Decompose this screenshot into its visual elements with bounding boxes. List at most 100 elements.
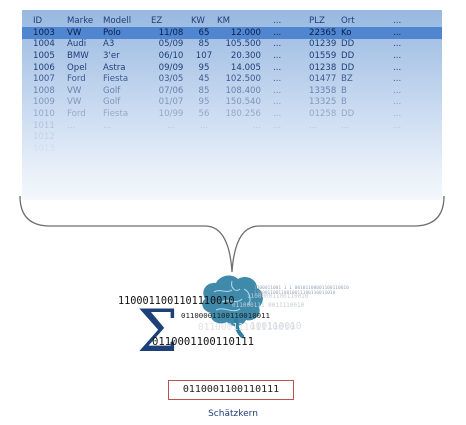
table-cell: ...: [309, 120, 318, 131]
column-header: PLZ: [309, 15, 325, 26]
table-cell: ...: [393, 85, 402, 96]
estimator-output: 0110001100110111: [168, 380, 294, 400]
binary-tiny-lines: 1100011001 1 1 00101100001100110010 1100…: [254, 286, 349, 296]
table-cell: 07/06: [158, 85, 184, 96]
table-cell: BZ: [341, 74, 353, 85]
table-cell: 1011: [33, 120, 55, 131]
table-cell: ...: [393, 39, 402, 50]
table-cell: VW: [67, 97, 82, 108]
table-cell: 14.005: [230, 62, 261, 73]
table-cell: 45: [198, 74, 210, 85]
table-cell: 1003: [22, 27, 67, 39]
table-cell: Ford: [67, 74, 86, 85]
table-cell: 85: [198, 39, 210, 50]
table-cell: 01239: [309, 39, 337, 50]
table-cell: A3: [103, 39, 115, 50]
table-cell: 1013: [33, 143, 55, 154]
table-row: 1012: [22, 131, 442, 143]
table-cell: Astra: [103, 62, 126, 73]
table-cell: ...: [273, 27, 309, 39]
table-cell: 03/05: [158, 74, 184, 85]
table-row: 1011...........................: [22, 120, 442, 132]
table-cell: DD: [341, 108, 355, 119]
table-cell: 1012: [33, 132, 55, 143]
table-cell: Golf: [103, 97, 121, 108]
table-cell: 11/08: [151, 27, 191, 39]
column-header: Ort: [341, 15, 355, 26]
binary-faded-1: 11000001100110010: [247, 293, 309, 300]
table-cell: 65: [191, 27, 217, 39]
table-cell: 01559: [309, 50, 337, 61]
table-cell: 3'er: [103, 50, 120, 61]
table-cell: ...: [273, 85, 282, 96]
table-cell: ...: [273, 74, 282, 85]
table-cell: 01477: [309, 74, 337, 85]
table-row: 1007 Ford Fiesta 03/05 45 102.500... 01477 BZ..…: [22, 73, 442, 85]
table-cell: ...: [103, 120, 112, 131]
table-cell: Audi: [67, 39, 87, 50]
table-cell: 1006: [33, 62, 55, 73]
table-cell: 13358: [309, 85, 337, 96]
table-cell: 05/09: [158, 39, 184, 50]
table-cell: ...: [393, 74, 402, 85]
table-cell: 1009: [33, 97, 55, 108]
table-cell: 09/09: [158, 62, 184, 73]
table-cell: B: [341, 97, 347, 108]
table-cell: B: [341, 85, 347, 96]
binary-top: 1100011001101110010: [118, 296, 235, 307]
table-cell: 180.256: [225, 108, 261, 119]
table-cell: Ford: [67, 108, 86, 119]
table-cell: 95: [198, 62, 210, 73]
table-cell: VW: [67, 85, 82, 96]
table-cell: 85: [198, 85, 210, 96]
table-cell: ...: [273, 50, 282, 61]
table-cell: ...: [393, 50, 402, 61]
column-header: Modell: [103, 15, 132, 26]
table-cell: 10/99: [158, 108, 184, 119]
column-header: ...: [393, 15, 402, 26]
table-cell: 1007: [33, 74, 55, 85]
table-cell: VW: [67, 27, 103, 39]
table-cell: ...: [393, 108, 402, 119]
column-header: EZ: [151, 15, 163, 26]
table-cell: 01258: [309, 108, 337, 119]
table-cell: 95: [198, 97, 210, 108]
table-cell: 06/10: [158, 50, 184, 61]
table-cell: 01238: [309, 62, 337, 73]
table-cell: ...: [393, 97, 402, 108]
table-cell: ...: [341, 120, 350, 131]
estimator-label: Schätzkern: [208, 409, 258, 419]
table-cell: DD: [341, 62, 355, 73]
table-cell: 22365: [309, 27, 341, 39]
table-cell: ...: [67, 120, 76, 131]
table-cell: ...: [273, 120, 282, 131]
table-cell: 1010: [33, 108, 55, 119]
column-header: KW: [191, 15, 205, 26]
table-cell: BMW: [67, 50, 89, 61]
table-cell: Fiesta: [103, 74, 129, 85]
table-cell: DD: [341, 50, 355, 61]
binary-faded-3: 100110010: [250, 321, 302, 332]
table-cell: 13325: [309, 97, 337, 108]
table-cell: 20.300: [230, 50, 261, 61]
table-cell: ...: [273, 39, 282, 50]
column-header: Marke: [67, 15, 94, 26]
table-row: 1013: [22, 143, 442, 155]
column-header: ...: [273, 15, 282, 26]
table-cell: 102.500: [225, 74, 261, 85]
table-cell: Opel: [67, 62, 87, 73]
table-cell: 12.000: [217, 27, 273, 39]
table-cell: 1008: [33, 85, 55, 96]
binary-small-right: 01100001100110010011: [181, 311, 270, 320]
binary-faded-2: 01100011101110010: [198, 322, 296, 333]
table-cell: ...: [393, 62, 402, 73]
